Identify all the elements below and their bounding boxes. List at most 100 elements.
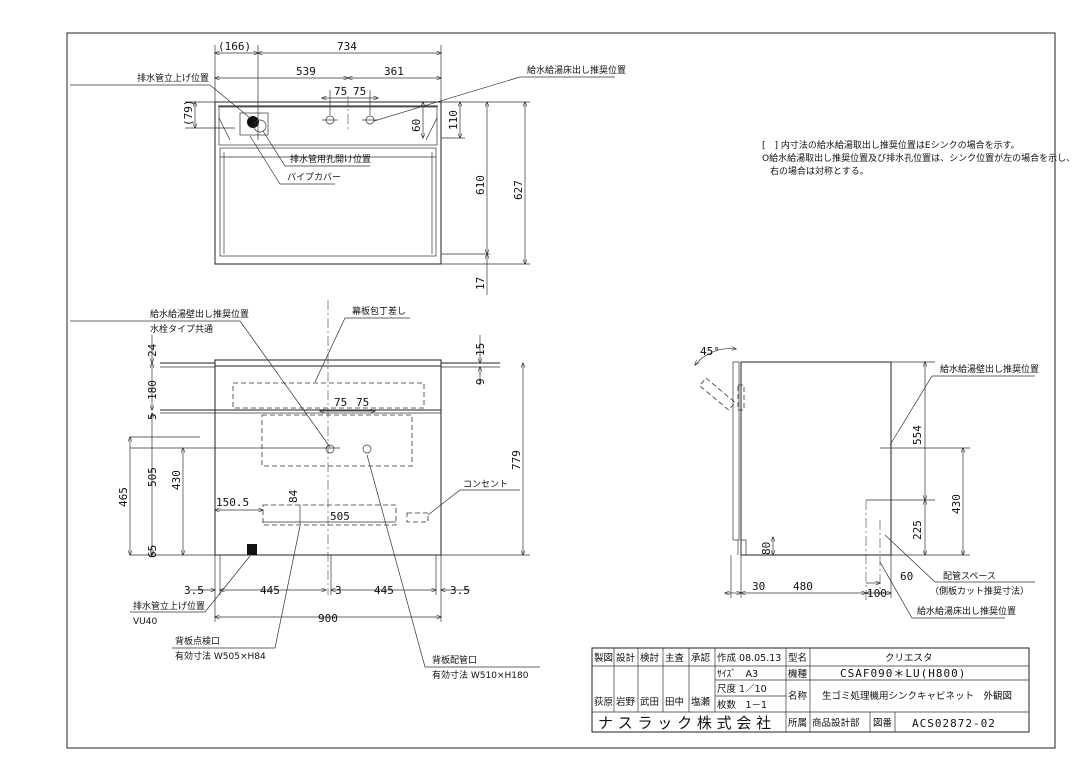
role-reviewer: 検討 xyxy=(640,652,660,664)
dim-779: 779 xyxy=(510,450,523,470)
dim-75: 75 xyxy=(353,85,366,98)
leader-line xyxy=(262,130,370,167)
drawing-no: ACS02872-02 xyxy=(912,717,996,730)
dim-166: (166) xyxy=(218,40,251,53)
dim-60: 60 xyxy=(410,119,423,132)
label-supply-floor: 給水給湯床出し推奨位置 xyxy=(527,64,626,76)
dim-79: (79) xyxy=(182,100,195,127)
dim-505: 505 xyxy=(146,467,159,487)
paper-size: ｻｲｽﾞ A3 xyxy=(717,669,758,680)
signer: 武田 xyxy=(640,696,659,708)
cabinet-side xyxy=(740,361,892,556)
leader-line xyxy=(70,320,331,448)
pipe-cover xyxy=(239,112,269,136)
dim-430: 430 xyxy=(950,494,963,514)
signer: 田中 xyxy=(665,696,684,708)
label-back-pipe: 背板配管口 xyxy=(432,654,477,666)
leader-line xyxy=(172,525,301,649)
leader-line xyxy=(70,84,251,119)
dim-65: 65 xyxy=(146,545,159,558)
top-view: (166) 734 539 361 75 75 (79) 60 110 610 … xyxy=(70,40,626,295)
dim-24: 24 xyxy=(146,343,159,357)
knife-slot-outline xyxy=(232,382,425,409)
leader-line xyxy=(366,454,540,668)
dim-80: 80 xyxy=(760,542,773,555)
dim-3-5: 3.5 xyxy=(184,584,204,597)
front-view: 24 180 5 505 430 465 65 15 9 779 75 75 1… xyxy=(70,300,540,681)
note-line: [ ] 内寸法の給水給湯取出し推奨位置はEシンクの場合を示す。 xyxy=(762,139,1020,151)
drawing-shape xyxy=(591,647,1030,733)
dimension-line xyxy=(218,117,231,141)
dimension-line xyxy=(425,117,438,141)
label-pipe-space: 配管スペース xyxy=(943,570,996,582)
supply-hole-left xyxy=(325,444,335,454)
dim-5: 5 xyxy=(146,413,159,420)
company-name: ナ ス ラ ッ ク 株 式 会 社 xyxy=(598,714,771,732)
leader-line xyxy=(427,489,520,516)
signer: 岩野 xyxy=(616,696,636,708)
dim-539: 539 xyxy=(296,65,316,78)
dim-225: 225 xyxy=(911,520,924,540)
role-chief: 主査 xyxy=(665,652,685,664)
dim-430: 430 xyxy=(170,470,183,490)
dim-554: 554 xyxy=(911,425,924,445)
label-drain-hole: 排水管用孔開け位置 xyxy=(290,153,371,165)
sheet-count: 枚数 1－1 xyxy=(717,699,767,711)
label-knife-slot: 幕板包丁差し xyxy=(352,305,406,317)
cabinet-outline xyxy=(214,101,442,265)
label-pipe-space-note: （側板カット推奨寸法） xyxy=(930,585,1029,597)
label-pipe-cover: パイプカバー xyxy=(287,172,341,183)
drawing-shape xyxy=(737,384,745,411)
drawing-shape xyxy=(740,539,747,556)
back-pipe-opening xyxy=(261,414,413,467)
dim-110: 110 xyxy=(447,110,460,130)
general-notes: [ ] 内寸法の給水給湯取出し推奨位置はEシンクの場合を示す。 O給水給湯取出し… xyxy=(762,139,1075,177)
top-strip xyxy=(218,106,438,146)
drain-riser-mark xyxy=(247,116,259,128)
label-supply-wall: 給水給湯壁出し推奨位置 xyxy=(150,308,249,320)
role-drafter: 製図 xyxy=(594,652,613,664)
dept: 商品設計部 xyxy=(812,717,860,729)
label-drain-riser: 排水管立上げ位置 xyxy=(133,600,205,612)
dim-627: 627 xyxy=(512,180,525,200)
dim-445: 445 xyxy=(374,584,394,597)
leader-line xyxy=(889,375,1035,446)
door-open-ghost xyxy=(699,377,736,411)
label-drain-riser: 排水管立上げ位置 xyxy=(137,72,209,84)
signer: 塩瀬 xyxy=(691,696,711,708)
dim-75: 75 xyxy=(356,396,369,409)
leader-line xyxy=(130,555,251,613)
dim-angle-45: 45° xyxy=(700,345,720,358)
dim-3-5: 3.5 xyxy=(450,584,470,597)
label-faucet-common: 水栓タイプ共通 xyxy=(150,323,213,335)
inner-box xyxy=(219,147,437,257)
outlet-mark xyxy=(406,512,429,523)
leader-line xyxy=(249,135,335,185)
dim-3: 3 xyxy=(335,584,342,597)
label-back-inspection-size: 有効寸法 W505×H84 xyxy=(175,650,266,662)
dim-900: 900 xyxy=(318,612,338,625)
dept-label: 所属 xyxy=(788,718,807,729)
dim-30: 30 xyxy=(752,580,765,593)
scale: 尺度 1／10 xyxy=(717,683,767,695)
dim-734: 734 xyxy=(337,40,357,53)
dim-75: 75 xyxy=(334,396,347,409)
label-back-pipe-size: 有効寸法 W510×H180 xyxy=(432,669,529,681)
dim-610: 610 xyxy=(474,175,487,195)
model-no-label: 機種 xyxy=(788,668,808,680)
role-designer: 設計 xyxy=(616,652,636,664)
signer: 荻原 xyxy=(594,697,613,708)
drawing-title: 生ゴミ処理機用シンクキャビネット 外観図 xyxy=(822,690,1012,702)
label-supply-floor: 給水給湯床出し推奨位置 xyxy=(917,605,1016,617)
drawing-no-label: 図番 xyxy=(873,717,893,729)
door-angle-arc xyxy=(695,349,736,365)
dim-465: 465 xyxy=(117,487,130,507)
dim-361: 361 xyxy=(384,65,404,78)
leader-line xyxy=(879,561,1005,619)
leader-line xyxy=(314,317,410,383)
dim-100: 100 xyxy=(867,587,887,600)
dim-480: 480 xyxy=(793,580,813,593)
created-date: 作成 08.05.13 xyxy=(717,652,781,664)
dim-17: 17 xyxy=(474,277,487,290)
